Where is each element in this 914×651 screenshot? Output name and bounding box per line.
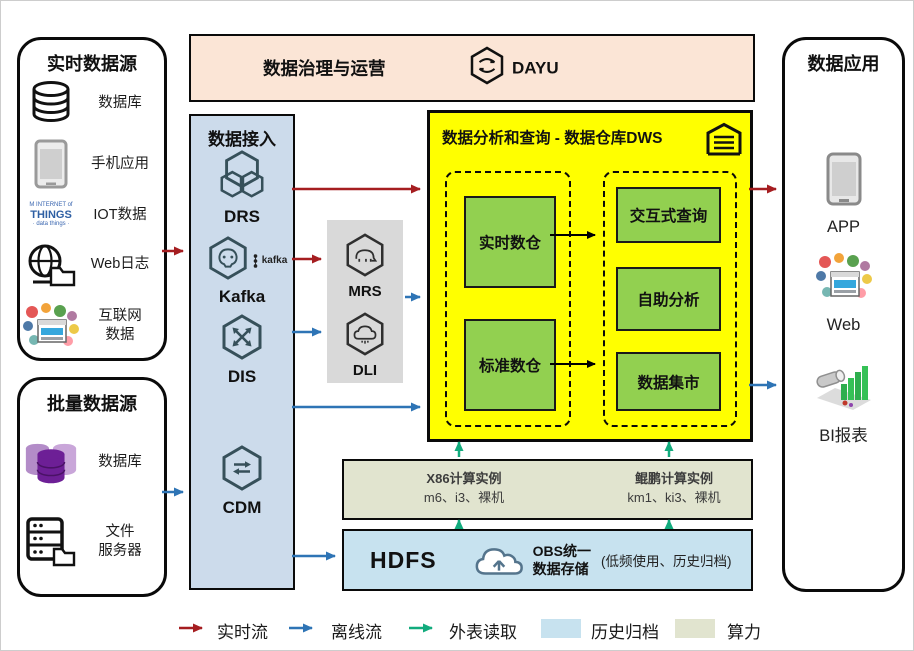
app-item-bi: BI报表	[785, 358, 902, 446]
source-item-database: 数据库	[22, 80, 160, 126]
realtime-sources-title: 实时数据源	[47, 54, 137, 74]
legend-compute-swatch	[675, 619, 715, 638]
source-item-iot: M INTERNET of THINGS · data things · IOT…	[22, 202, 160, 227]
file-server-icon	[22, 516, 80, 568]
bi-report-icon	[815, 358, 873, 415]
source-label: 手机应用	[91, 155, 149, 172]
web-collage-icon	[815, 252, 873, 309]
kafka-logo: kafka	[251, 253, 287, 269]
source-item-fileserver: 文件 服务器	[22, 516, 160, 568]
processing-label: MRS	[348, 283, 382, 300]
realtime-warehouse-box: 实时数仓	[464, 196, 556, 288]
ingest-label: DRS	[224, 207, 260, 226]
legend-archive-label: 历史归档	[591, 623, 659, 642]
self-analysis-box: 自助分析	[616, 267, 721, 331]
app-item-app: APP	[785, 152, 902, 237]
storage-note: (低频使用、历史归档)	[600, 554, 732, 569]
source-item-batch-database: 数据库	[22, 436, 160, 488]
processing-item-dli: DLI	[327, 311, 403, 379]
compute-instances-box: X86计算实例 m6、i3、裸机 鲲鹏计算实例 km1、ki3、裸机	[342, 459, 753, 520]
source-label: 文件 服务器	[98, 524, 142, 559]
legend-compute-label: 算力	[727, 623, 761, 642]
dis-hexagon-icon	[218, 313, 266, 366]
batch-sources-panel: 批量数据源	[17, 377, 167, 597]
app-label: APP	[826, 218, 861, 236]
source-label: 互联网 数据	[98, 308, 142, 343]
storage-box: HDFS OBS统一 数据存储 (低频使用、历史归档)	[342, 529, 753, 591]
governance-title: 数据治理与运营	[263, 58, 386, 79]
processing-label: DLI	[352, 362, 378, 379]
source-label: IOT数据	[93, 206, 147, 223]
data-ingest-title: 数据接入	[208, 130, 276, 149]
data-ingest-panel: 数据接入 DRS	[189, 114, 295, 590]
obs-cloud-icon	[473, 541, 525, 579]
dws-title: 数据分析和查询 - 数据仓库DWS	[442, 130, 663, 147]
obs-label: OBS统一 数据存储	[532, 542, 591, 577]
hdfs-label: HDFS	[370, 546, 437, 573]
legend-external-label: 外表读取	[449, 623, 517, 642]
dayu-hexagon-icon	[467, 46, 507, 91]
governance-banner: 数据治理与运营 DAYU	[189, 34, 755, 102]
app-phone-icon	[826, 152, 862, 211]
legend-archive-swatch	[541, 619, 581, 638]
dli-hexagon-icon	[342, 311, 388, 362]
kafka-hexagon-icon	[205, 235, 251, 286]
x86-compute-block: X86计算实例 m6、i3、裸机	[374, 470, 554, 508]
warehouse-group-right	[603, 171, 737, 427]
dayu-logo: DAYU	[467, 46, 559, 91]
purple-database-icon	[22, 436, 80, 488]
dws-panel: 数据分析和查询 - 数据仓库DWS 实时数仓 标准数仓 交互式查询 自助分析 数…	[427, 110, 753, 442]
warehouse-group-left	[445, 171, 571, 427]
app-item-web: Web	[785, 252, 902, 335]
kunpeng-compute-title: 鲲鹏计算实例	[634, 471, 713, 486]
interactive-query-box: 交互式查询	[616, 187, 721, 243]
batch-sources-title: 批量数据源	[47, 394, 137, 414]
processing-item-mrs: MRS	[327, 232, 403, 300]
kunpeng-compute-specs: km1、ki3、裸机	[627, 489, 721, 505]
source-label: 数据库	[98, 453, 142, 470]
realtime-sources-panel: 实时数据源 数据库	[17, 37, 167, 361]
internet-collage-icon	[22, 302, 80, 350]
app-label: BI报表	[819, 427, 868, 445]
web-log-icon	[22, 241, 80, 289]
ingest-label: DIS	[227, 367, 257, 386]
mobile-app-icon	[22, 139, 80, 189]
standard-warehouse-box: 标准数仓	[464, 319, 556, 411]
source-item-mobile: 手机应用	[22, 139, 160, 189]
iot-wordcloud-icon: M INTERNET of THINGS · data things ·	[29, 202, 73, 228]
source-label: 数据库	[98, 94, 142, 111]
app-label: Web	[826, 316, 861, 334]
source-label: Web日志	[90, 256, 150, 273]
data-mart-box: 数据集市	[616, 352, 721, 411]
legend-realtime-label: 实时流	[217, 623, 268, 642]
ingest-label: CDM	[222, 498, 262, 517]
x86-compute-specs: m6、i3、裸机	[423, 489, 505, 505]
data-apps-panel: 数据应用 APP	[782, 37, 905, 592]
ingest-item-kafka: kafka Kafka	[191, 235, 293, 307]
processing-panel: MRS DLI	[327, 220, 403, 383]
ingest-label: Kafka	[218, 287, 266, 306]
kunpeng-compute-block: 鲲鹏计算实例 km1、ki3、裸机	[584, 470, 764, 508]
warehouse-icon	[704, 121, 744, 162]
ingest-item-cdm: CDM	[191, 444, 293, 518]
source-item-weblog: Web日志	[22, 241, 160, 289]
ingest-item-dis: DIS	[191, 313, 293, 387]
drs-hexagon-icon	[215, 149, 269, 206]
x86-compute-title: X86计算实例	[426, 471, 502, 486]
dayu-label: DAYU	[512, 58, 559, 77]
database-icon	[22, 80, 80, 126]
mrs-hexagon-icon	[342, 232, 388, 283]
source-item-internet: 互联网 数据	[22, 302, 160, 350]
data-apps-title: 数据应用	[807, 54, 880, 74]
cdm-hexagon-icon	[218, 444, 266, 497]
legend-offline-label: 离线流	[331, 623, 382, 642]
ingest-item-drs: DRS	[191, 149, 293, 227]
